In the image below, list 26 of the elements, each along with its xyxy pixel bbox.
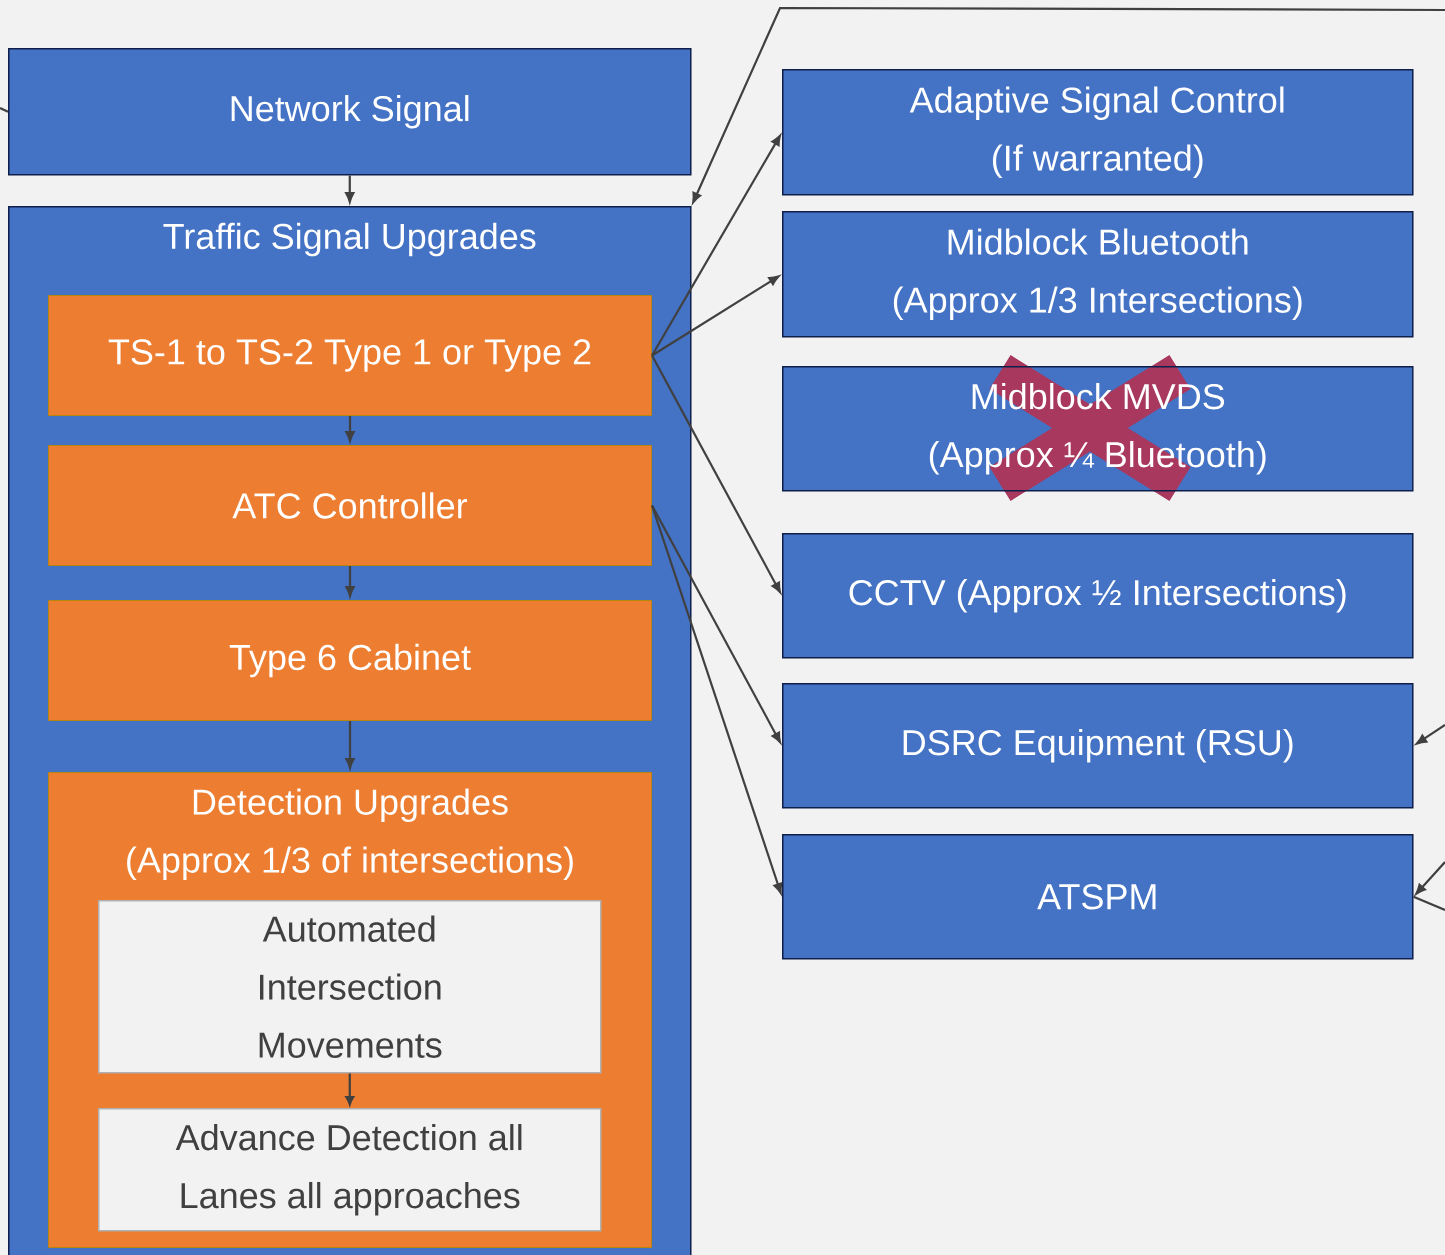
arrow <box>1415 861 1445 895</box>
connector-line <box>0 107 9 113</box>
process-box: Adaptive Signal Control (If warranted) <box>782 69 1414 196</box>
process-box: CCTV (Approx ½ Intersections) <box>782 533 1414 659</box>
arrow <box>345 416 355 442</box>
arrow <box>651 134 781 357</box>
process-box: Network Signal <box>8 48 692 176</box>
arrow <box>345 175 355 203</box>
arrow <box>651 275 780 357</box>
process-box: TS-1 to TS-2 Type 1 or Type 2 <box>48 295 653 416</box>
arrow <box>345 566 355 597</box>
process-box: Midblock Bluetooth (Approx 1/3 Intersections) <box>782 211 1414 338</box>
arrow <box>651 505 783 894</box>
process-box: Type 6 Cabinet <box>48 600 653 721</box>
process-box: DSRC Equipment (RSU) <box>782 683 1414 809</box>
connector-line <box>1413 895 1445 911</box>
crossed-out-box: Midblock MVDS (Approx ¼ Bluetooth) <box>782 352 1414 504</box>
arrow <box>345 721 355 769</box>
arrow <box>345 1073 355 1106</box>
arrow <box>1416 724 1445 745</box>
process-box: ATC Controller <box>48 445 653 566</box>
process-box: ATSPM <box>782 834 1414 960</box>
arrow <box>692 6 1445 204</box>
process-box: Automated Intersection Movements <box>98 900 602 1074</box>
arrow <box>651 354 782 594</box>
process-box: Advance Detection all Lanes all approaches <box>98 1108 602 1232</box>
